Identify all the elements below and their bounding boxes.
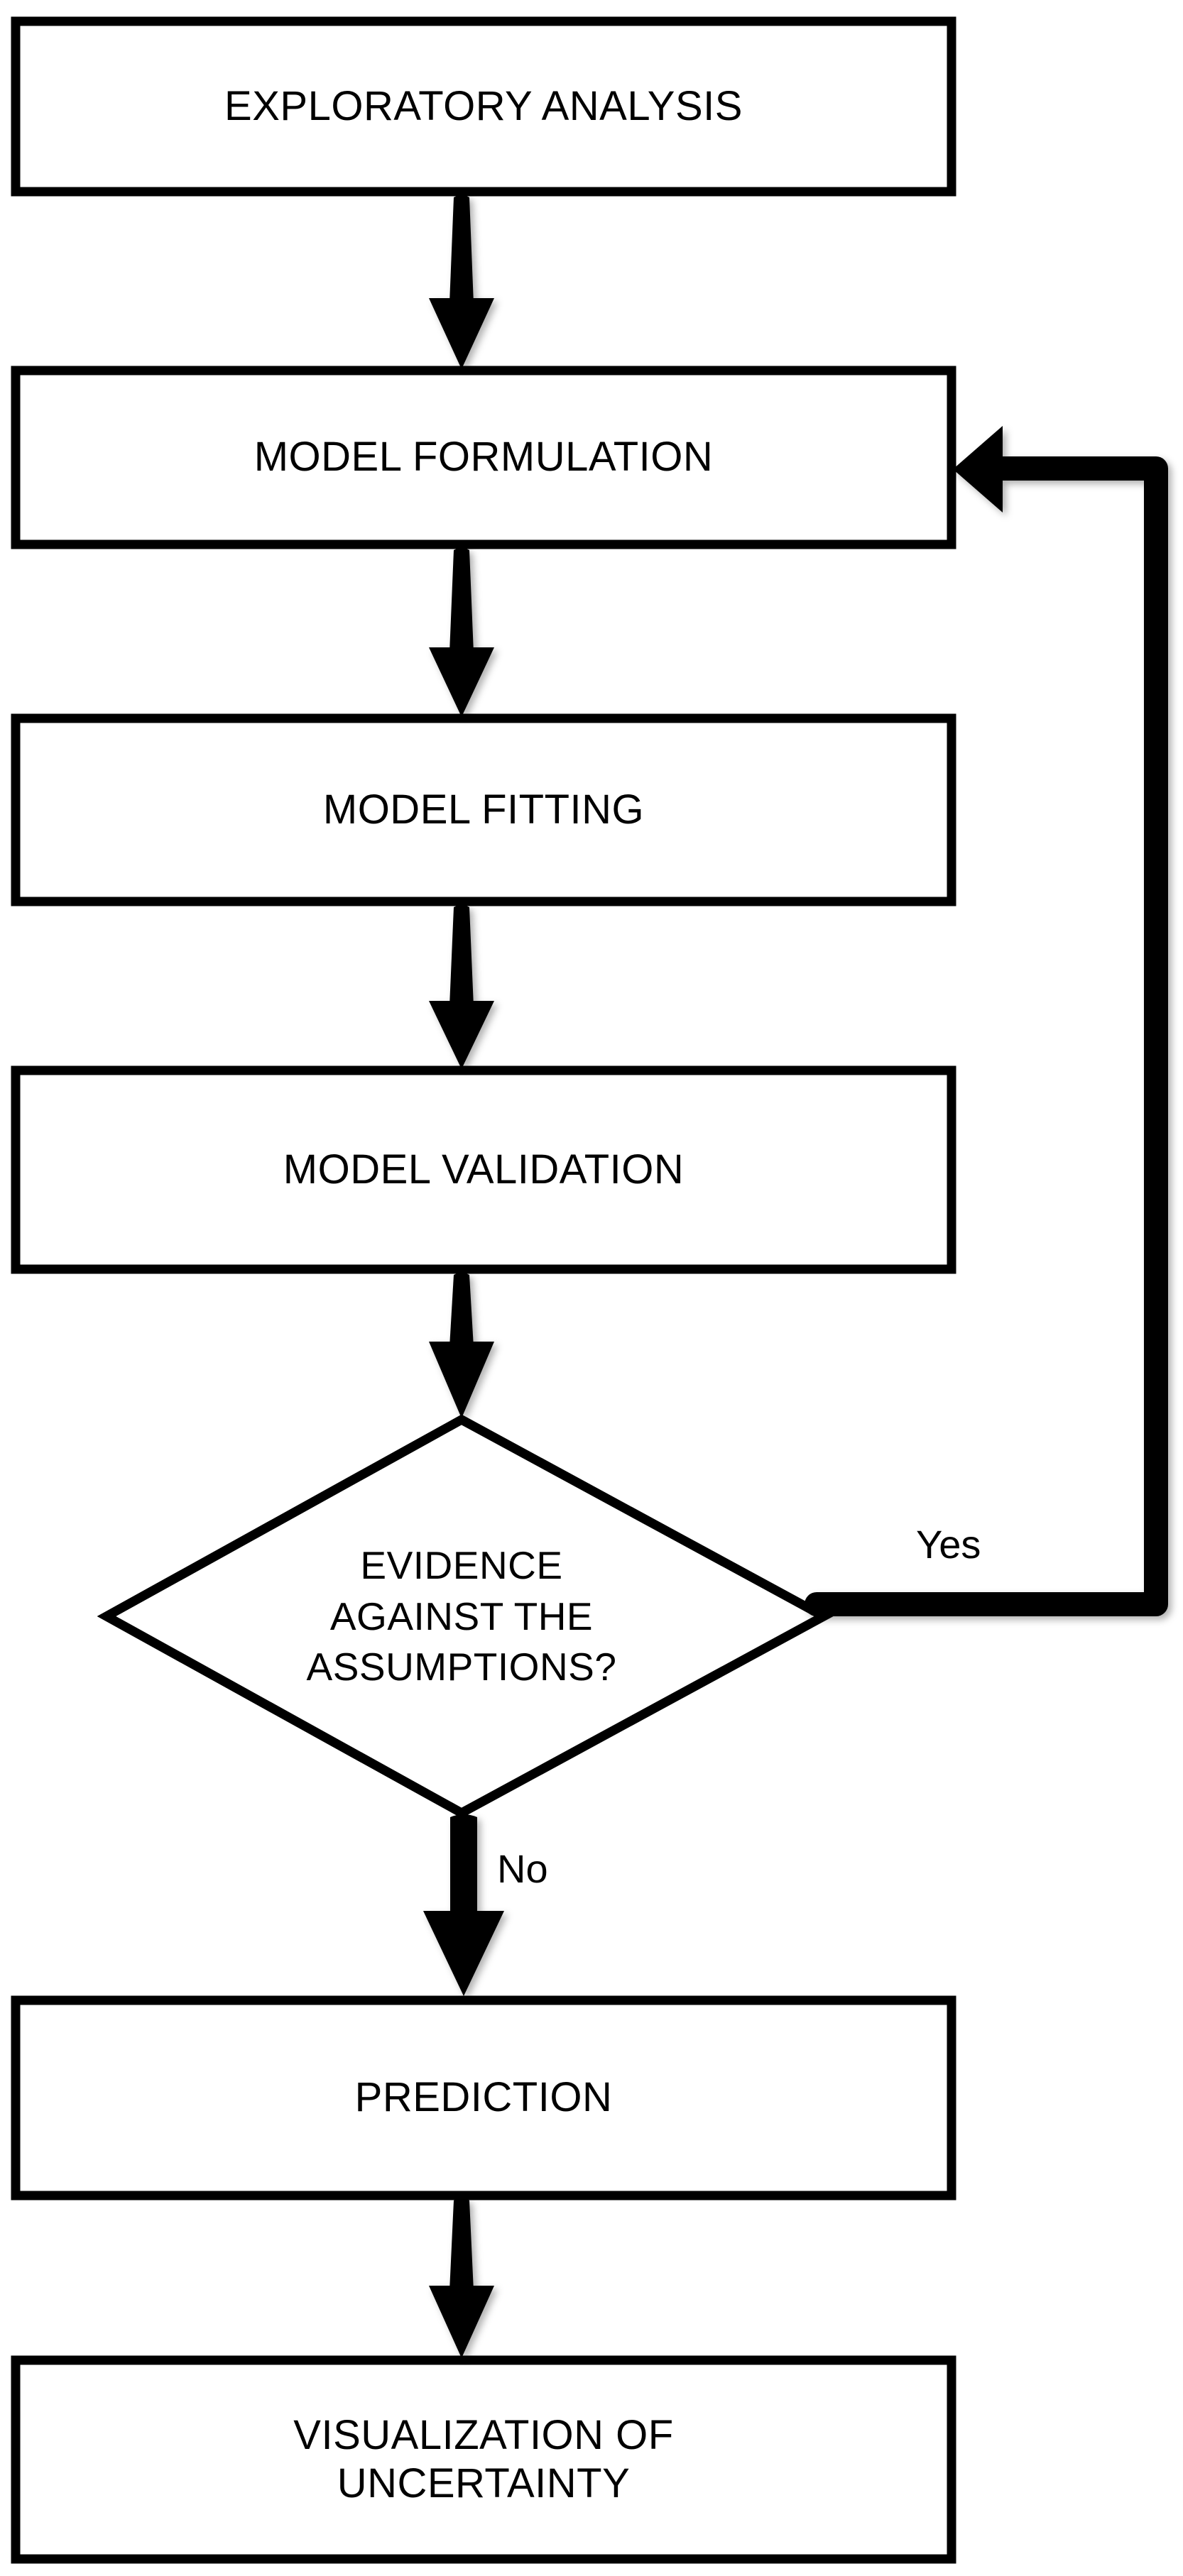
edge-label-yes: Yes xyxy=(916,1522,981,1567)
node-shape-model-formulation[interactable] xyxy=(11,366,956,549)
node-shape-prediction[interactable] xyxy=(11,1995,956,2200)
arrow-fitting-to-validation xyxy=(429,905,494,1069)
arrow-exploratory-to-formulation xyxy=(429,195,494,369)
node-shape-model-validation[interactable] xyxy=(11,1065,956,1274)
arrow-validation-to-decision xyxy=(429,1273,494,1418)
node-shape-visualization[interactable] xyxy=(11,2355,956,2564)
edge-label-no: No xyxy=(497,1846,548,1891)
node-shape-model-fitting[interactable] xyxy=(11,713,956,906)
node-shape-evidence-decision[interactable] xyxy=(97,1414,834,1819)
arrow-decision-no-to-prediction xyxy=(423,1814,504,1996)
arrow-formulation-to-fitting xyxy=(429,548,494,717)
arrow-decision-yes-feedback xyxy=(805,426,1168,1616)
arrow-prediction-to-visualization xyxy=(429,2198,494,2358)
node-shape-exploratory-analysis[interactable] xyxy=(11,16,956,197)
